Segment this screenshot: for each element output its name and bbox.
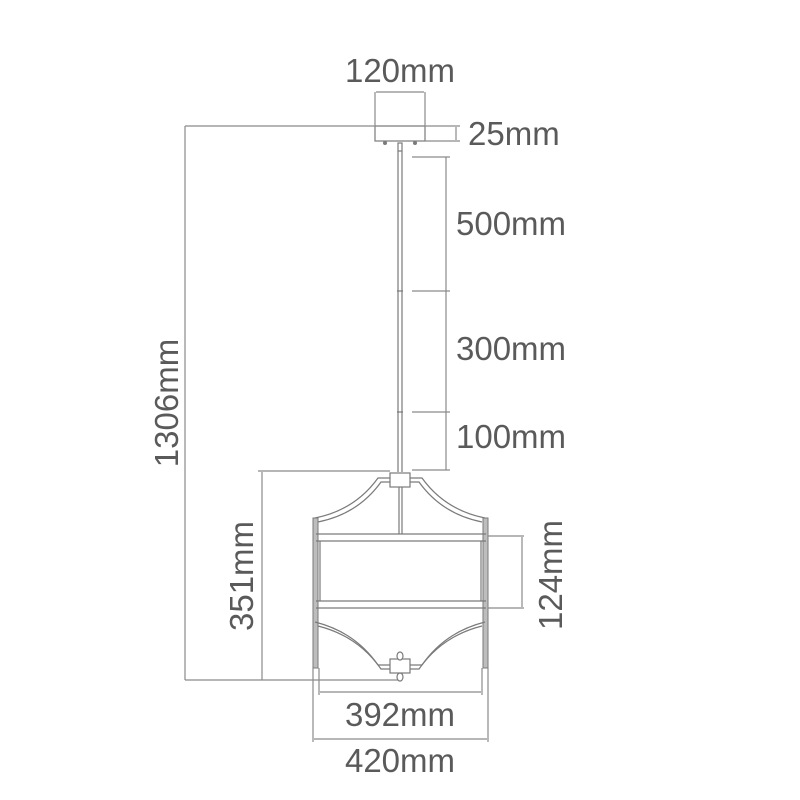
- canopy-height-label: 25mm: [468, 115, 560, 152]
- band-height-label: 124mm: [532, 520, 569, 630]
- fixture-body: [312, 472, 489, 682]
- rod-500-label: 500mm: [456, 205, 566, 242]
- overall-height-label: 1306mm: [148, 339, 185, 467]
- inner-width-label: 392mm: [345, 696, 455, 733]
- rod-100-label: 100mm: [456, 418, 566, 455]
- canopy-width-dimension: [374, 91, 426, 126]
- outer-width-label: 420mm: [345, 742, 455, 779]
- outer-width-dimension: [312, 668, 489, 742]
- overall-height-dimension: [184, 126, 400, 681]
- band-height-dimension: [488, 535, 524, 609]
- shade-height-dimension: [258, 470, 390, 680]
- canopy-height-dimension: [185, 125, 460, 142]
- canopy-width-label: 120mm: [345, 52, 455, 89]
- rod-300-label: 300mm: [456, 330, 566, 367]
- shade-height-label: 351mm: [223, 521, 260, 631]
- inner-width-dimension: [318, 668, 483, 695]
- suspension-rod: [397, 142, 403, 472]
- ceiling-canopy: [374, 125, 426, 145]
- rod-segment-dimensions: [412, 156, 450, 471]
